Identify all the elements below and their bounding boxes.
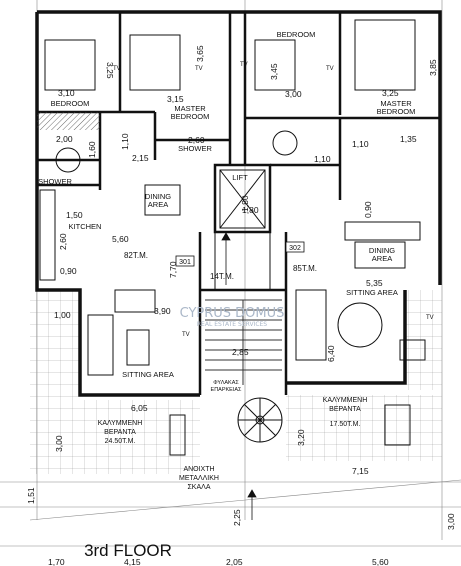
dim-2-25: 2,25 <box>232 509 242 526</box>
stair-note-2: ΜΕΤΑΛΛΙΚΗ <box>179 475 219 482</box>
watermark-line1: CYPRUS DOMUS <box>180 306 285 321</box>
veranda-left-floor <box>30 400 200 474</box>
unit-301: 301 <box>179 259 191 266</box>
furniture-lines <box>39 19 426 456</box>
storage-2: ΕΠΑΡΚΕΙΑΣ <box>211 387 243 393</box>
label-bedroom-left: BEDROOM <box>51 99 90 108</box>
veranda-left-2: ΒΕΡΑΝΤΑ <box>104 429 136 436</box>
outer-walls <box>35 10 442 397</box>
label-bedroom-right: BEDROOM <box>277 30 316 39</box>
stair-arrows <box>221 232 257 520</box>
dim-3-00-c: 3,00 <box>446 513 456 530</box>
dim-7-70: 7,70 <box>168 261 178 278</box>
area-right: 85T.M. <box>293 264 317 273</box>
tv-label-2: TV <box>195 66 203 72</box>
dim-7-15: 7,15 <box>352 466 369 476</box>
tv-label-3: TV <box>240 62 248 68</box>
tv-label-6: TV <box>426 315 434 321</box>
label-dining-right-1: DINING <box>369 246 395 255</box>
lobby-box <box>214 231 271 291</box>
dim-3-20: 3,20 <box>296 429 306 446</box>
label-dining-right-2: AREA <box>372 254 392 263</box>
dim-2-60-a: 2,60 <box>188 135 205 145</box>
label-dining-left-2: AREA <box>148 200 168 209</box>
dim-1-10-b: 1,10 <box>314 154 331 164</box>
area-center: 14T.M. <box>210 272 234 281</box>
dim-0-90-a: 0,90 <box>60 266 77 276</box>
dim-3-25-b: 3,25 <box>382 88 399 98</box>
label-shower-left-bottom: SHOWER <box>38 177 72 186</box>
dim-2-85: 2,85 <box>232 347 249 357</box>
dim-3-65: 3,65 <box>195 45 205 62</box>
wet-area-hatch <box>37 112 100 130</box>
label-dining-left-1: DINING <box>145 192 171 201</box>
tv-label-5: TV <box>182 332 190 338</box>
dim-3-15: 3,15 <box>167 94 184 104</box>
label-master-right-2: BEDROOM <box>377 107 416 116</box>
unit-301-box <box>175 255 195 267</box>
label-lift: LIFT <box>232 173 248 182</box>
stair-note-3: ΣΚΑΛΑ <box>187 484 210 491</box>
storage-1: ΦΥΛΑΚΑΣ <box>213 380 239 386</box>
veranda-right-2: ΒΕΡΑΝΤΑ <box>329 406 361 413</box>
dim-3-45: 3,45 <box>269 63 279 80</box>
dim-0-90-b: 0,90 <box>363 201 373 218</box>
unit-302-box <box>285 241 305 253</box>
label-sitting-left: SITTING AREA <box>122 370 174 379</box>
veranda-right-3: 17.50T.M. <box>330 421 361 428</box>
dim-3-90: 3,90 <box>154 306 171 316</box>
dim-5-35: 5,35 <box>366 278 383 288</box>
dim-1-00: 1,00 <box>54 310 71 320</box>
unit-302: 302 <box>289 245 301 252</box>
floor-title: 3rd FLOOR <box>84 541 172 560</box>
bottom-2-05: 2,05 <box>226 557 243 566</box>
dim-5-60: 5,60 <box>112 234 129 244</box>
dim-1-50: 1,50 <box>66 210 83 220</box>
bottom-1-70: 1,70 <box>48 557 65 566</box>
label-kitchen: KITCHEN <box>69 222 102 231</box>
dim-1-35: 1,35 <box>400 134 417 144</box>
balcony-left-floor <box>30 290 80 400</box>
dim-2-00: 2,00 <box>56 134 73 144</box>
dim-3-00-a: 3,00 <box>285 89 302 99</box>
tv-label-1: TV <box>113 66 121 72</box>
bottom-4-15: 4,15 <box>124 557 141 566</box>
label-master-left-1: MASTER <box>174 104 206 113</box>
veranda-right-floor <box>286 395 442 461</box>
dim-1-80-b: 1,80 <box>242 205 259 215</box>
watermark-line2: REAL ESTATE SERVICES <box>197 321 267 328</box>
dim-1-80-a: 1,80 <box>240 195 250 212</box>
label-master-left-2: BEDROOM <box>171 112 210 121</box>
dim-6-40: 6,40 <box>326 345 336 362</box>
label-sitting-right: SITTING AREA <box>346 288 398 297</box>
dim-6-05: 6,05 <box>131 403 148 413</box>
dim-1-51: 1,51 <box>26 487 36 504</box>
veranda-left-3: 24.50T.M. <box>105 438 136 445</box>
dim-3-10: 3,10 <box>58 88 75 98</box>
dim-1-60: 1,60 <box>87 141 97 158</box>
dim-2-60-b: 2,60 <box>58 233 68 250</box>
dim-1-10-c: 1,10 <box>352 139 369 149</box>
tv-label-4: TV <box>326 66 334 72</box>
veranda-right-1: ΚΑΛΥΜΜΕΝΗ <box>323 397 368 404</box>
stair-note-1: ΑΝΟΙΧΤΗ <box>183 466 214 473</box>
dim-1-10-a: 1,10 <box>120 133 130 150</box>
dim-3-85: 3,85 <box>428 59 438 76</box>
area-left: 82T.M. <box>124 251 148 260</box>
dim-3-25-a: 3,25 <box>105 62 115 79</box>
veranda-left-1: ΚΑΛΥΜΜΕΝΗ <box>98 420 143 427</box>
dim-3-00-b: 3,00 <box>54 435 64 452</box>
bottom-5-60: 5,60 <box>372 557 389 566</box>
dim-2-15: 2,15 <box>132 153 149 163</box>
label-shower-left-top: SHOWER <box>178 144 212 153</box>
label-master-right-1: MASTER <box>380 99 412 108</box>
